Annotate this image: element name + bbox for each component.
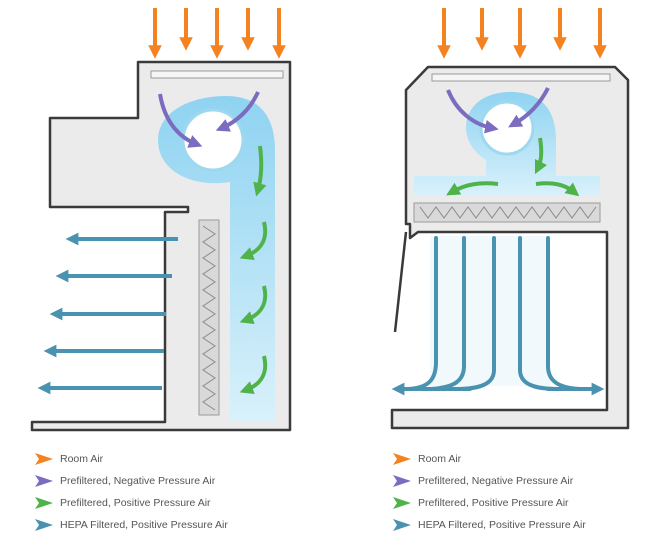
- orange-arrow-icon: [393, 453, 411, 465]
- right-front-sash: [393, 231, 408, 333]
- right-room-air-arrows: [437, 8, 607, 59]
- right-hepa-filter: [413, 202, 601, 223]
- legend-label: Room Air: [60, 453, 104, 465]
- legend-label: Prefiltered, Positive Pressure Air: [60, 497, 211, 509]
- legend-item-positive-pressure: Prefiltered, Positive Pressure Air: [34, 492, 294, 514]
- legend-label: HEPA Filtered, Positive Pressure Air: [418, 519, 586, 531]
- positive-pressure-arrow: [534, 137, 548, 175]
- negative-pressure-arrow: [215, 91, 260, 132]
- positive-pressure-arrow: [446, 181, 499, 196]
- legend-item-hepa: HEPA Filtered, Positive Pressure Air: [34, 514, 294, 536]
- left-hepa-pleats: [202, 225, 216, 411]
- left-negative-pressure-arrows: [158, 91, 260, 148]
- legend-label: Prefiltered, Negative Pressure Air: [418, 475, 574, 487]
- negative-pressure-arrow: [508, 87, 550, 128]
- left-blower-shroud: [158, 96, 275, 422]
- left-positive-pressure-arrows: [239, 145, 268, 394]
- legend-item-room-air: Room Air: [392, 448, 649, 470]
- left-top-grille: [150, 70, 284, 79]
- legend-label: HEPA Filtered, Positive Pressure Air: [60, 519, 228, 531]
- teal-arrow-icon: [393, 519, 411, 531]
- purple-arrow-icon: [393, 475, 411, 487]
- legend-item-negative-pressure: Prefiltered, Negative Pressure Air: [392, 470, 649, 492]
- legend-label: Prefiltered, Positive Pressure Air: [418, 497, 569, 509]
- left-hepa-arrows: [37, 232, 178, 395]
- legend-label: Room Air: [418, 453, 462, 465]
- negative-pressure-arrow: [446, 89, 499, 134]
- positive-pressure-arrow: [239, 285, 268, 324]
- purple-arrow-icon: [35, 475, 53, 487]
- legend-item-room-air: Room Air: [34, 448, 294, 470]
- right-positive-pressure-arrows: [446, 137, 580, 197]
- positive-pressure-arrow: [535, 181, 580, 197]
- green-arrow-icon: [393, 497, 411, 509]
- right-negative-pressure-arrows: [446, 87, 550, 134]
- negative-pressure-arrow: [158, 93, 203, 148]
- legend-item-hepa: HEPA Filtered, Positive Pressure Air: [392, 514, 649, 536]
- left-room-air-arrows: [148, 8, 286, 59]
- right-cabinet: [390, 65, 630, 430]
- right-hepa-arrows: [391, 236, 605, 396]
- left-cabinet: [30, 60, 292, 432]
- legend-label: Prefiltered, Negative Pressure Air: [60, 475, 216, 487]
- orange-arrow-icon: [35, 453, 53, 465]
- right-top-grille: [431, 73, 611, 82]
- positive-pressure-arrow: [239, 221, 268, 260]
- hepa-stream: [546, 236, 582, 391]
- positive-pressure-arrow: [239, 355, 268, 394]
- right-airflow-glow: [430, 236, 550, 386]
- legend-left: Room Air Prefiltered, Negative Pressure …: [34, 448, 294, 536]
- legend-right: Room Air Prefiltered, Negative Pressure …: [392, 448, 649, 536]
- right-hepa-pleats: [419, 206, 597, 219]
- teal-arrow-icon: [35, 519, 53, 531]
- legend-item-positive-pressure: Prefiltered, Positive Pressure Air: [392, 492, 649, 514]
- legend-item-negative-pressure: Prefiltered, Negative Pressure Air: [34, 470, 294, 492]
- positive-pressure-arrow: [253, 145, 267, 197]
- right-cabinet-body: [390, 65, 630, 430]
- green-arrow-icon: [35, 497, 53, 509]
